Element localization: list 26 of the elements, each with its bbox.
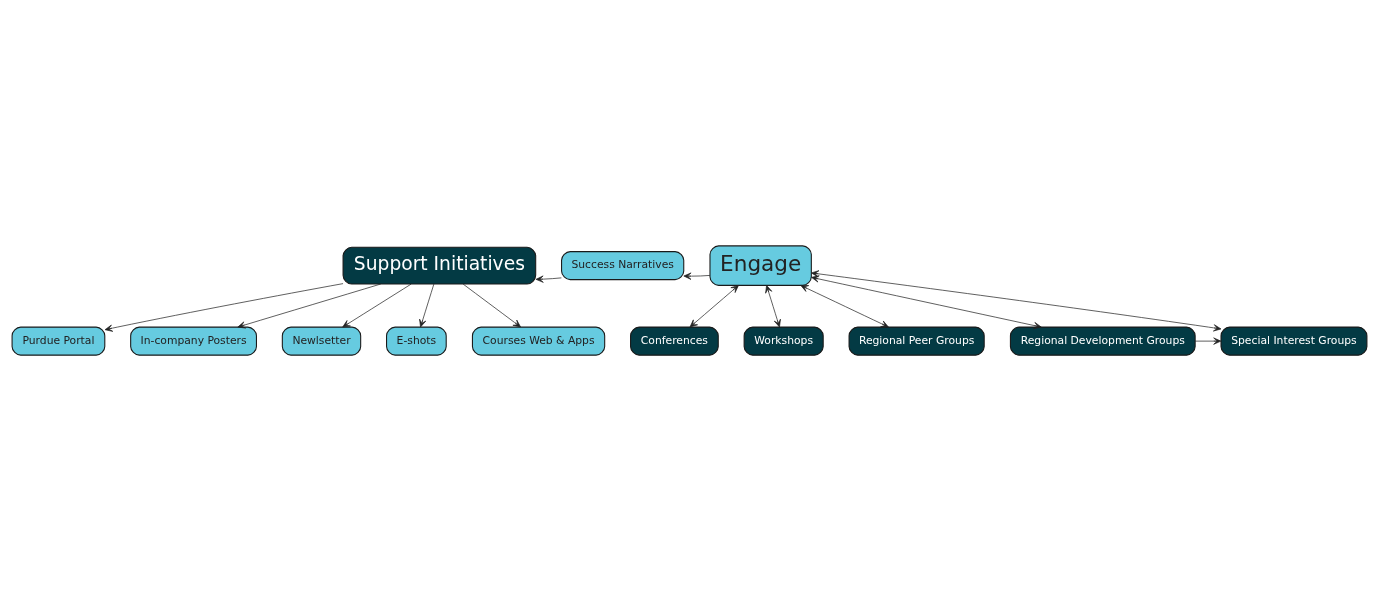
node-box: Regional Development Groups: [1009, 326, 1196, 356]
node-box: Workshops: [743, 326, 824, 356]
node-box: Purdue Portal: [11, 326, 106, 356]
node-box: Support Initiatives: [342, 246, 537, 284]
arrow: [535, 275, 562, 283]
node-box: Engage: [709, 244, 812, 286]
arrow: [342, 283, 412, 327]
arrow: [811, 274, 1042, 329]
arrow: [800, 284, 889, 327]
node-box: Success Narratives: [561, 250, 685, 280]
arrow: [683, 272, 711, 280]
arrow: [104, 282, 344, 332]
node-box: E-shots: [386, 326, 447, 356]
arrow: [462, 283, 521, 327]
arrow: [765, 284, 781, 327]
arrow: [419, 283, 435, 327]
arrow: [811, 269, 1222, 331]
node-box: Courses Web & Apps: [471, 326, 606, 356]
node-box: In-company Posters: [130, 326, 257, 356]
node-box: Conferences: [630, 326, 719, 356]
arrow: [689, 284, 739, 327]
arrow: [1194, 337, 1222, 345]
node-box: Special Interest Groups: [1220, 326, 1368, 356]
arrow: [237, 283, 382, 328]
node-box: Newlsetter: [281, 326, 362, 356]
node-box: Regional Peer Groups: [848, 326, 985, 356]
